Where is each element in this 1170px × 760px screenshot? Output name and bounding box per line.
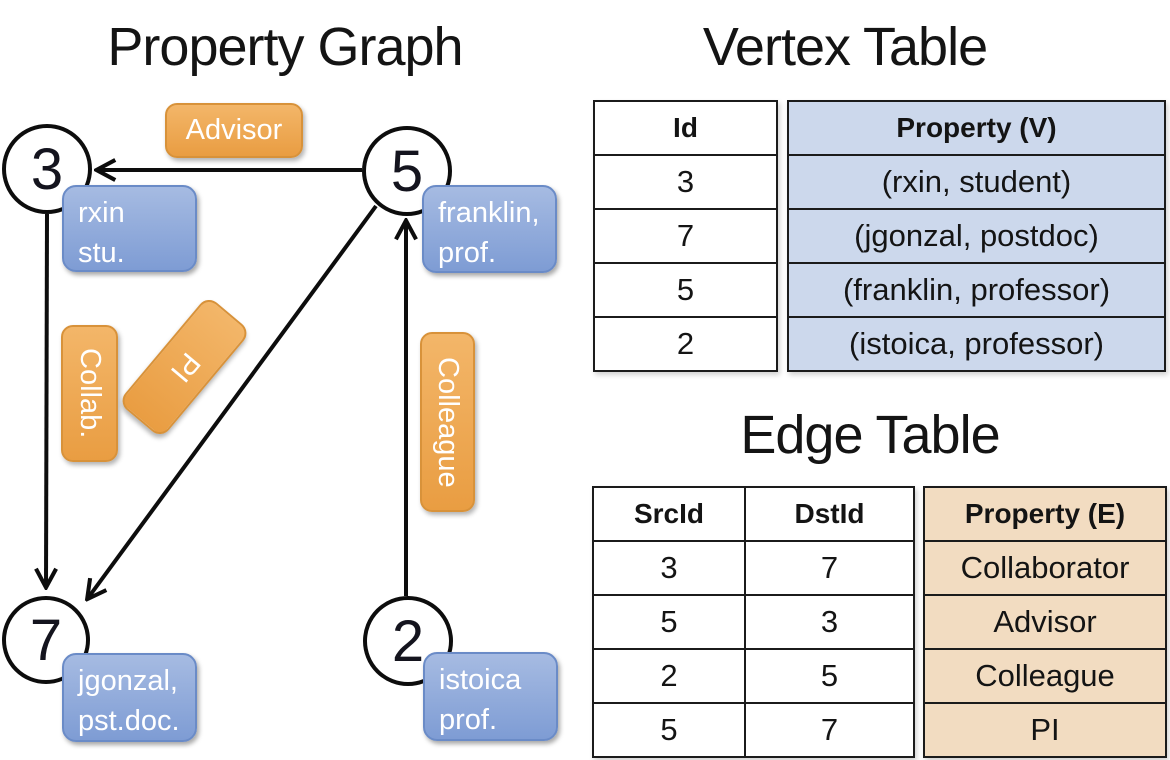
vertex-id-2: 2 xyxy=(391,608,425,674)
vertex-circle-5: 5 xyxy=(362,126,452,216)
table-cell: 3 xyxy=(744,594,913,648)
table-cell: Collaborator xyxy=(925,540,1165,594)
property-graph-title: Property Graph xyxy=(107,17,463,77)
vertex-property-box-istoica: istoica prof. xyxy=(423,652,558,741)
edge-label-advisor: Advisor xyxy=(165,103,303,158)
table-cell: 2 xyxy=(595,316,776,370)
edge-label-pi: PI xyxy=(117,295,252,439)
table-cell: 5 xyxy=(595,262,776,316)
edge-table-header-srcid: SrcId xyxy=(633,498,705,529)
vertex-property-box-franklin: franklin, prof. xyxy=(422,185,557,273)
table-cell: 7 xyxy=(595,208,776,262)
vertex-property-line: jgonzal, xyxy=(78,665,178,697)
vertex-id-3: 3 xyxy=(30,136,64,202)
vertex-table-title: Vertex Table xyxy=(702,17,988,77)
table-cell: (franklin, professor) xyxy=(789,262,1164,316)
edge-label-colleague: Colleague xyxy=(420,332,475,512)
vertex-property-line: pst.doc. xyxy=(78,705,180,737)
table-cell: 7 xyxy=(744,540,913,594)
edge-table-property-column: Property (E) Collaborator Advisor Collea… xyxy=(923,486,1167,758)
table-cell: 5 xyxy=(594,594,744,648)
table-cell: (rxin, student) xyxy=(789,154,1164,208)
edge-table-header-dstid: DstId xyxy=(744,488,913,540)
vertex-property-line: prof. xyxy=(439,704,498,736)
table-cell: (istoica, professor) xyxy=(789,316,1164,370)
table-cell: 5 xyxy=(594,702,744,756)
vertex-table-property-column: Property (V) (rxin, student) (jgonzal, p… xyxy=(787,100,1166,372)
edge-table-header-property: Property (E) xyxy=(964,498,1126,529)
edge-table-title: Edge Table xyxy=(740,405,1000,465)
vertex-table-header-property: Property (V) xyxy=(896,112,1057,143)
vertex-property-line: istoica xyxy=(439,664,522,696)
vertex-property-line: stu. xyxy=(78,237,125,269)
table-cell: 3 xyxy=(595,154,776,208)
table-cell: PI xyxy=(925,702,1165,756)
vertex-table-id-column: Id 3 7 5 2 xyxy=(593,100,778,372)
vertex-property-line: franklin, xyxy=(438,197,540,229)
table-cell: Colleague xyxy=(925,648,1165,702)
vertex-id-5: 5 xyxy=(390,138,424,204)
table-cell: Advisor xyxy=(925,594,1165,648)
vertex-property-box-rxin: rxin stu. xyxy=(62,185,197,272)
edge-table-id-columns: SrcId DstId 3 7 5 3 2 5 5 7 xyxy=(592,486,915,758)
vertex-property-box-jgonzal: jgonzal, pst.doc. xyxy=(62,653,197,742)
edge-label-collab: Collab. xyxy=(61,325,118,462)
table-cell: (jgonzal, postdoc) xyxy=(789,208,1164,262)
vertex-id-7: 7 xyxy=(29,607,63,673)
vertex-table-header-id: Id xyxy=(673,112,698,143)
vertex-circle-3: 3 xyxy=(2,124,92,214)
table-cell: 2 xyxy=(594,648,744,702)
table-cell: 3 xyxy=(594,540,744,594)
table-cell: 5 xyxy=(744,648,913,702)
table-cell: 7 xyxy=(744,702,913,756)
vertex-property-line: prof. xyxy=(438,237,497,269)
vertex-property-line: rxin xyxy=(78,197,125,229)
edge-arrow-collab-3-to-7 xyxy=(46,213,47,586)
